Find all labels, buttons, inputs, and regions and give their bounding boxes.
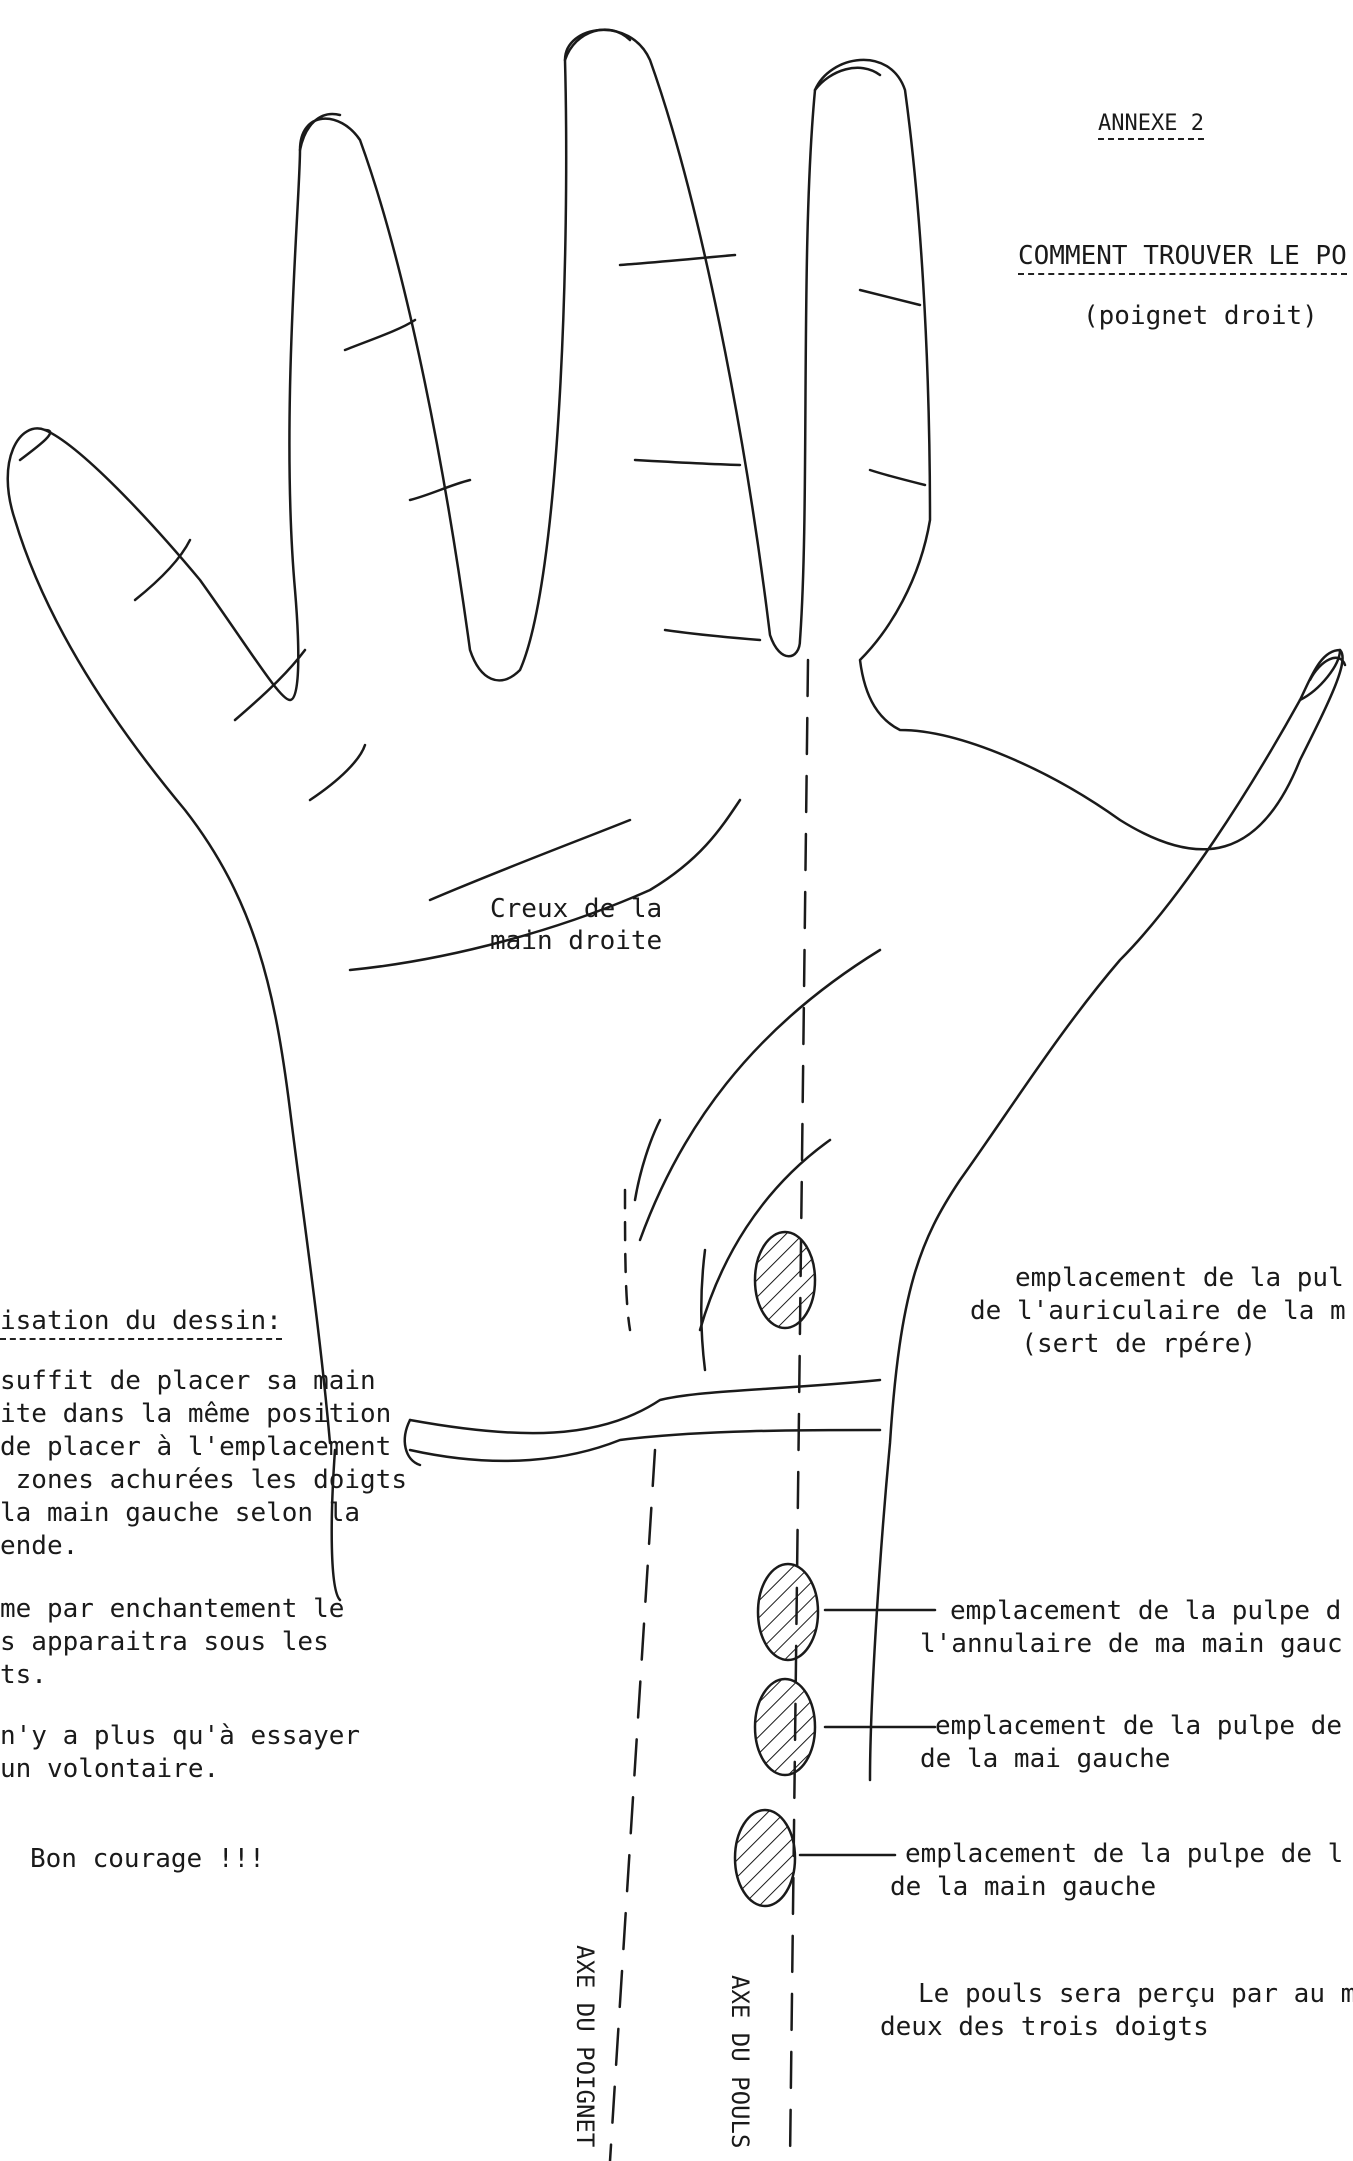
usage-p1-l2: ite dans la même position	[0, 1398, 391, 1431]
usage-p2-l1: me par enchantement le	[0, 1593, 344, 1626]
usage-p1-l4: zones achurées les doigts	[0, 1464, 407, 1497]
usage-heading: isation du dessin:	[0, 1305, 282, 1340]
marker-ring-l1: emplacement de la pulpe d	[950, 1595, 1341, 1628]
usage-p3-l2: un volontaire.	[0, 1753, 219, 1786]
palm-label-line-2: main droite	[490, 925, 662, 958]
pulse-spot-index	[735, 1810, 795, 1906]
page-title: COMMENT TROUVER LE PO	[1018, 240, 1347, 275]
axis-pulse-label: AXE DU POULS	[725, 1975, 755, 2148]
usage-p1-l6: ende.	[0, 1530, 78, 1563]
marker-auricular-l1: emplacement de la pul	[1015, 1262, 1344, 1295]
marker-ring-l2: l'annulaire de ma main gauc	[920, 1628, 1343, 1661]
pulse-spot-middle	[755, 1679, 815, 1775]
usage-p2-l3: ts.	[0, 1659, 47, 1692]
usage-p1-l3: de placer à l'emplacement	[0, 1431, 391, 1464]
marker-middle-l1: emplacement de la pulpe de	[935, 1710, 1342, 1743]
marker-auricular-l2: de l'auriculaire de la m	[970, 1295, 1346, 1328]
usage-p1-l5: la main gauche selon la	[0, 1497, 360, 1530]
page-subtitle: (poignet droit)	[1083, 300, 1318, 333]
marker-index-l2: de la main gauche	[890, 1871, 1156, 1904]
axis-wrist-label: AXE DU POIGNET	[570, 1945, 600, 2147]
pulse-spot-auricular	[755, 1232, 815, 1328]
usage-p3-l1: n'y a plus qu'à essayer	[0, 1720, 360, 1753]
conclusion-l1: Le pouls sera perçu par au m	[918, 1978, 1353, 2011]
pulse-spot-ring	[758, 1564, 818, 1660]
annex-label: ANNEXE 2	[1098, 110, 1204, 140]
marker-index-l1: emplacement de la pulpe de l	[905, 1838, 1343, 1871]
marker-auricular-l3: (sert de rpére)	[990, 1328, 1256, 1361]
marker-middle-l2: de la mai gauche	[920, 1743, 1170, 1776]
conclusion-l2: deux des trois doigts	[880, 2011, 1209, 2044]
encouragement: Bon courage !!!	[30, 1843, 265, 1876]
palm-label-line-1: Creux de la	[490, 893, 662, 926]
usage-p1-l1: suffit de placer sa main	[0, 1365, 376, 1398]
usage-p2-l2: s apparaitra sous les	[0, 1626, 329, 1659]
